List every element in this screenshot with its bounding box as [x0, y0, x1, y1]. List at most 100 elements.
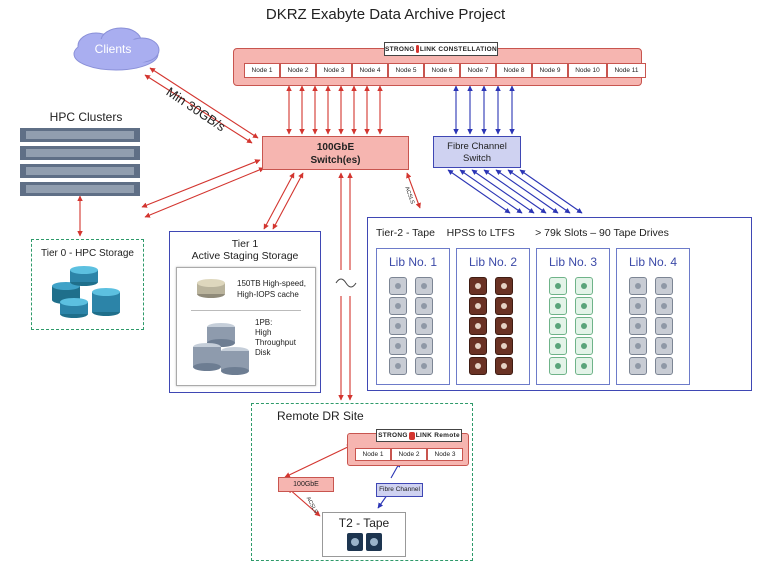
cartridge-hub [581, 303, 587, 309]
cartridge-hub [635, 343, 641, 349]
tape-cartridge-icon [415, 277, 433, 295]
tape-cartridge-icon [389, 357, 407, 375]
dr-nodes: Node 1 Node 2 Node 3 [355, 448, 463, 461]
cartridge-hub [475, 283, 481, 289]
cartridge-hub [635, 283, 641, 289]
tape-cartridge-icon [549, 297, 567, 315]
cartridge-hub [421, 303, 427, 309]
tape-cartridge-icon [415, 357, 433, 375]
break-mark [335, 278, 357, 288]
logo-mark [415, 45, 419, 53]
strongbox-constellation: STRONG LINK CONSTELLATION Node 1 Node 2 … [233, 42, 646, 86]
tape-cartridge-icon [629, 277, 647, 295]
constellation-node: Node 9 [532, 63, 568, 78]
disk-line1: 1PB: [255, 318, 273, 327]
cartridge-grid [389, 277, 439, 377]
tape-library-1: Lib No. 1 [376, 248, 450, 385]
tape-cartridge-icon [655, 317, 673, 335]
tape-cartridge-icon [575, 277, 593, 295]
cartridge-hub [555, 363, 561, 369]
tape-cartridge-icon [655, 277, 673, 295]
disk-line2: High [255, 328, 272, 337]
tape-cartridge-icon [575, 357, 593, 375]
hpc-rack-icon [20, 128, 140, 196]
tier0-label: Tier 0 - HPC Storage [41, 248, 134, 259]
tier2-box: Tier-2 - Tape HPSS to LTFS > 79k Slots –… [367, 217, 752, 391]
switch-line1: 100GbE [316, 142, 355, 153]
dr-tape-box: T2 - Tape [322, 512, 406, 557]
cartridge-hub [395, 323, 401, 329]
dr-node: Node 1 [355, 448, 391, 461]
hpc-clusters-title: HPC Clusters [49, 110, 123, 124]
tier1-title: Tier 1 Active Staging Storage [170, 238, 320, 262]
library-title: Lib No. 2 [468, 255, 518, 269]
cache-drive-icon [197, 279, 225, 298]
cartridge-hub [555, 303, 561, 309]
fc-switch-line2: Switch [463, 153, 491, 164]
tape-cartridge-icon [575, 337, 593, 355]
cartridge-grid [629, 277, 679, 377]
cartridge-hub [661, 323, 667, 329]
tier1-title-line1: Tier 1 [231, 238, 259, 250]
tape-cartridge-icon [469, 277, 487, 295]
logo-mark [408, 431, 415, 440]
strongbox-logo: STRONG LINK CONSTELLATION [384, 42, 498, 56]
constellation-node: Node 10 [568, 63, 607, 78]
constellation-node: Node 7 [460, 63, 496, 78]
cartridge-hub [635, 323, 641, 329]
tape-library-4: Lib No. 4 [616, 248, 690, 385]
tier2-heading: Tier-2 - Tape HPSS to LTFS > 79k Slots –… [376, 227, 669, 239]
tape-cartridge-icon [389, 297, 407, 315]
cartridge-hub [501, 323, 507, 329]
tape-cartridge-icon [655, 297, 673, 315]
tape-cartridge-icon [415, 337, 433, 355]
cartridge-hub [475, 303, 481, 309]
tape-cartridge-icon [415, 297, 433, 315]
cartridge-hub [555, 283, 561, 289]
cartridge-hub [555, 343, 561, 349]
strongbox-remote-logo: STRONG LINK Remote [376, 429, 462, 442]
dr-title: Remote DR Site [277, 409, 364, 423]
tape-cartridge-icon [347, 533, 382, 551]
tape-library-3: Lib No. 3 [536, 248, 610, 385]
cartridge-hub [395, 283, 401, 289]
disk-array-icon [193, 323, 249, 375]
cartridge-hub [475, 343, 481, 349]
tape-cartridge-icon [469, 317, 487, 335]
tier2-heading-a: Tier-2 - Tape [376, 227, 435, 239]
constellation-node: Node 2 [280, 63, 316, 78]
tape-cartridge-icon [495, 357, 513, 375]
tape-cartridge-icon [415, 317, 433, 335]
tape-cartridge-icon [389, 317, 407, 335]
cartridge-hub [581, 323, 587, 329]
cartridge-hub [581, 343, 587, 349]
tape-cartridge-icon [629, 297, 647, 315]
tape-cartridge-icon [495, 317, 513, 335]
tape-cartridge-icon [469, 297, 487, 315]
cartridge-hub [475, 323, 481, 329]
constellation-node: Node 3 [316, 63, 352, 78]
cartridge-hub [501, 343, 507, 349]
tier1-storage-panel: 150TB High-speed, High-IOPS cache 1PB: H… [176, 267, 316, 386]
cartridge-hub [661, 283, 667, 289]
logo-left-text: STRONG [385, 45, 415, 53]
tier2-heading-c: > 79k Slots – 90 Tape Drives [535, 227, 669, 239]
remote-dr-site: Remote DR Site STRONG LINK Remote Node 1… [251, 403, 473, 561]
cartridge-hub [635, 363, 641, 369]
clients-link-b [144, 74, 253, 144]
constellation-nodes: Node 1 Node 2 Node 3 Node 4 Node 5 Node … [244, 63, 646, 78]
cartridge-hub [501, 363, 507, 369]
cartridge-hub [421, 323, 427, 329]
database-icon [52, 266, 120, 318]
constellation-node: Node 11 [607, 63, 646, 78]
page-title: DKRZ Exabyte Data Archive Project [265, 6, 506, 23]
strongbox-remote: STRONG LINK Remote Node 1 Node 2 Node 3 [347, 429, 469, 466]
dr-ethernet-switch: 100GbE [278, 477, 334, 492]
tape-cartridge-icon [469, 357, 487, 375]
cartridge-hub [635, 303, 641, 309]
constellation-node: Node 8 [496, 63, 532, 78]
tape-cartridge-icon [495, 297, 513, 315]
switch-line2: Switch(es) [310, 155, 361, 166]
library-title: Lib No. 4 [628, 255, 678, 269]
library-title: Lib No. 1 [388, 255, 438, 269]
